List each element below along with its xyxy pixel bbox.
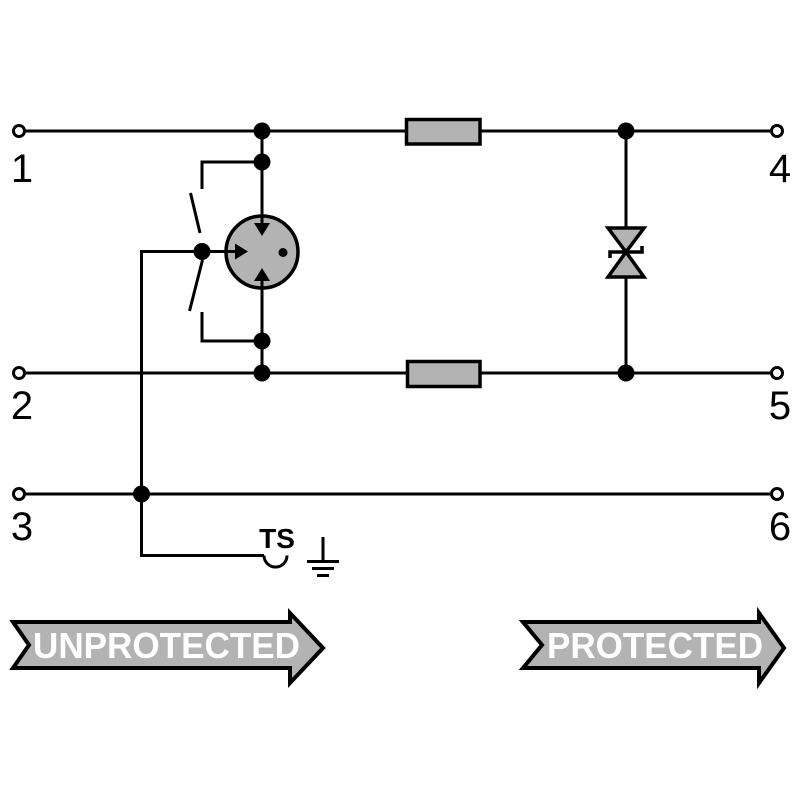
terminal-5-label: 5 (769, 384, 791, 428)
junction-dot (253, 332, 271, 350)
junction-dot (253, 153, 271, 171)
ts-label: TS (259, 523, 295, 554)
terminal-5-circle (770, 366, 784, 380)
junction-dot (193, 243, 211, 260)
tvs-zener-bar (608, 246, 644, 258)
bidirectional-tvs-diode-icon (604, 226, 648, 279)
terminal-4-circle (770, 124, 784, 138)
terminal-1-label: 1 (11, 147, 33, 191)
ts-disconnect-hook-icon (262, 555, 289, 569)
unprotected-banner-label: UNPROTECTED (33, 625, 300, 666)
wire-center-electrode-to-ts (140, 250, 264, 557)
gdt-bottom-arrowhead (254, 268, 270, 281)
earth-ground-icon (307, 537, 339, 577)
junction-dot (253, 364, 271, 382)
terminal-6-label: 6 (769, 505, 791, 549)
junction-dot (617, 122, 635, 140)
resistor-icon (404, 117, 482, 146)
switch-top-blade (189, 192, 202, 234)
terminal-3-label: 3 (11, 505, 33, 549)
gdt-top-arrowhead (254, 223, 270, 236)
tvs-bottom-triangle (604, 249, 648, 279)
gas-discharge-tube-icon (224, 214, 300, 290)
terminal-2-label: 2 (11, 384, 33, 428)
gdt-electrode-dot (278, 248, 288, 257)
junction-dot (617, 364, 635, 382)
resistor-icon (405, 359, 482, 389)
tvs-top-triangle (604, 226, 648, 255)
terminal-6-circle (770, 487, 784, 501)
switch-bottom-bracket (200, 312, 262, 343)
terminal-3-circle (12, 487, 26, 501)
disconnect-switch-icon (188, 160, 262, 343)
terminal-2-circle (12, 366, 26, 380)
gdt-left-arrowhead (235, 243, 248, 260)
junction-dot (133, 485, 150, 503)
switch-top-bracket (200, 160, 262, 189)
protected-arrow (518, 606, 787, 690)
terminal-4-label: 4 (769, 147, 791, 191)
protected-banner-label: PROTECTED (547, 625, 763, 666)
junction-dot (253, 122, 271, 140)
unprotected-arrow (9, 607, 326, 689)
switch-bottom-blade (188, 259, 204, 312)
terminal-1-circle (12, 124, 26, 138)
